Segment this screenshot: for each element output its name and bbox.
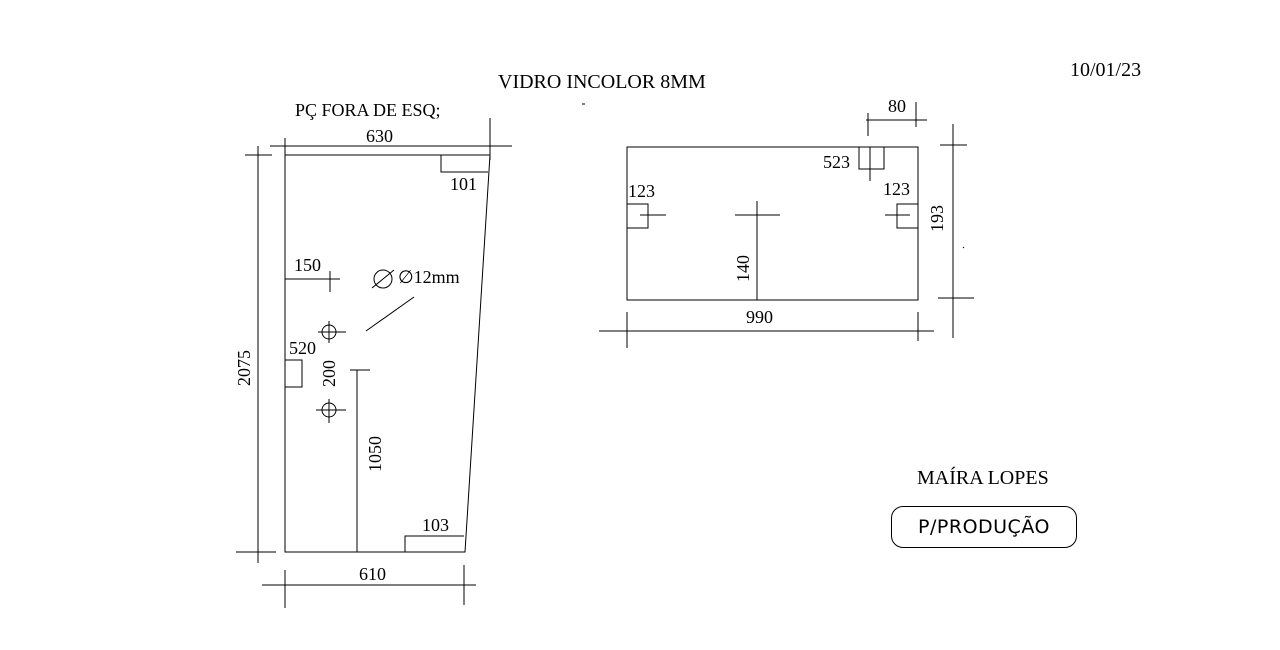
dim-notch-right: 123 [883, 179, 910, 199]
left-piece-outline [284, 154, 491, 553]
dim-height: 2075 [234, 350, 254, 386]
notch-bottom-right [404, 535, 464, 552]
diameter-icon-slash [371, 269, 395, 289]
dim-notch-left: 123 [628, 181, 655, 201]
production-stamp: P/PRODUÇÃO [891, 506, 1077, 548]
drawing-title: VIDRO INCOLOR 8MM [498, 71, 706, 93]
notch-left [285, 359, 303, 388]
dim-notch-top-right: 523 [823, 152, 850, 172]
leader-line [365, 296, 415, 332]
dim-notch-top-right: 101 [450, 174, 477, 194]
dim-notch-bottom-right: 103 [422, 515, 449, 535]
dim-hole-offset: 150 [294, 255, 321, 275]
hole-lower [316, 399, 346, 423]
notch-top-right [858, 147, 885, 170]
dim-width: 990 [746, 307, 773, 327]
left-glass-piece: PÇ FORA DE ESQ; 630 101 2075 150 ∅12mm [234, 100, 512, 608]
dim-bottom-width: 610 [359, 564, 386, 584]
dim-notch-left: 520 [289, 338, 316, 358]
notch-right [896, 203, 918, 229]
right-piece-outline [626, 146, 919, 301]
author-name: MAÍRA LOPES [917, 466, 1049, 489]
dim-hole-spacing: 200 [319, 360, 339, 387]
hole-upper [318, 321, 346, 343]
hole-diameter: ∅12mm [398, 267, 460, 287]
notch-top-right [440, 155, 488, 173]
diameter-icon [373, 269, 393, 289]
dim-hole-height: 1050 [365, 436, 385, 472]
dim-top-width: 630 [366, 126, 393, 146]
dim-height: 193 [927, 205, 947, 232]
dim-center-height: 140 [733, 255, 753, 282]
piece-note: PÇ FORA DE ESQ; [295, 100, 441, 120]
dim-top-offset: 80 [888, 96, 906, 116]
right-glass-piece: 80 523 123 123 140 193 990 [599, 96, 974, 348]
notch-left [627, 203, 649, 229]
stray-mark [962, 246, 965, 249]
drawing-date: 10/01/23 [1070, 59, 1141, 81]
